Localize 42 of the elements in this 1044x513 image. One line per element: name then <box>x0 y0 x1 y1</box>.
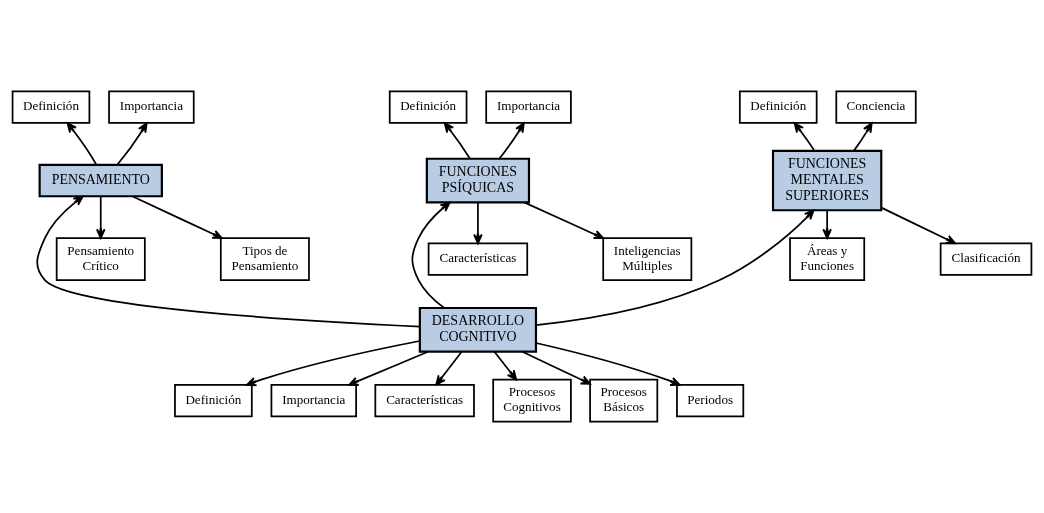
arrow <box>95 195 106 240</box>
arrow <box>246 340 421 387</box>
node-box: Pensamiento Crítico <box>55 237 146 281</box>
arrow <box>535 209 815 326</box>
node-box: Clasificación <box>939 242 1033 276</box>
node-box: Tipos de Pensamiento <box>219 237 310 281</box>
arrow <box>493 350 518 381</box>
node-box: FUNCIONES MENTALES SUPERIORES <box>771 149 883 212</box>
node-box: Definición <box>174 383 253 418</box>
arrow <box>473 201 483 245</box>
arrow <box>523 201 604 240</box>
node-box: Importancia <box>108 90 195 124</box>
arrow <box>498 122 525 160</box>
arrow <box>793 122 816 152</box>
arrow <box>435 350 463 386</box>
node-box: DESARROLLO COGNITIVO <box>418 306 538 353</box>
node-box: Importancia <box>270 383 357 418</box>
node-box: Conciencia <box>835 90 917 124</box>
node-box: Características <box>427 242 529 276</box>
node-box: Importancia <box>485 90 572 124</box>
arrow <box>853 122 873 152</box>
node-box: Procesos Básicos <box>589 378 659 423</box>
node-box: Características <box>374 383 475 418</box>
node-box: PENSAMIENTO <box>38 163 163 198</box>
arrow <box>411 201 451 309</box>
arrow <box>443 122 471 160</box>
node-box: FUNCIONES PSÍQUICAS <box>425 157 531 204</box>
node-box: Definición <box>738 90 818 124</box>
arrow <box>116 122 148 166</box>
arrow <box>36 195 421 328</box>
arrow <box>880 206 957 245</box>
arrow <box>521 350 591 385</box>
arrow <box>348 350 429 386</box>
node-box: Definición <box>11 90 91 124</box>
node-box: Procesos Cognitivos <box>492 378 572 423</box>
arrow <box>131 195 223 239</box>
arrow <box>66 122 98 166</box>
node-box: Periodos <box>676 383 745 418</box>
arrow <box>535 342 681 386</box>
node-box: Definición <box>388 90 468 124</box>
node-box: Inteligencias Múltiples <box>602 237 693 281</box>
node-box: Áreas y Funciones <box>789 237 866 281</box>
